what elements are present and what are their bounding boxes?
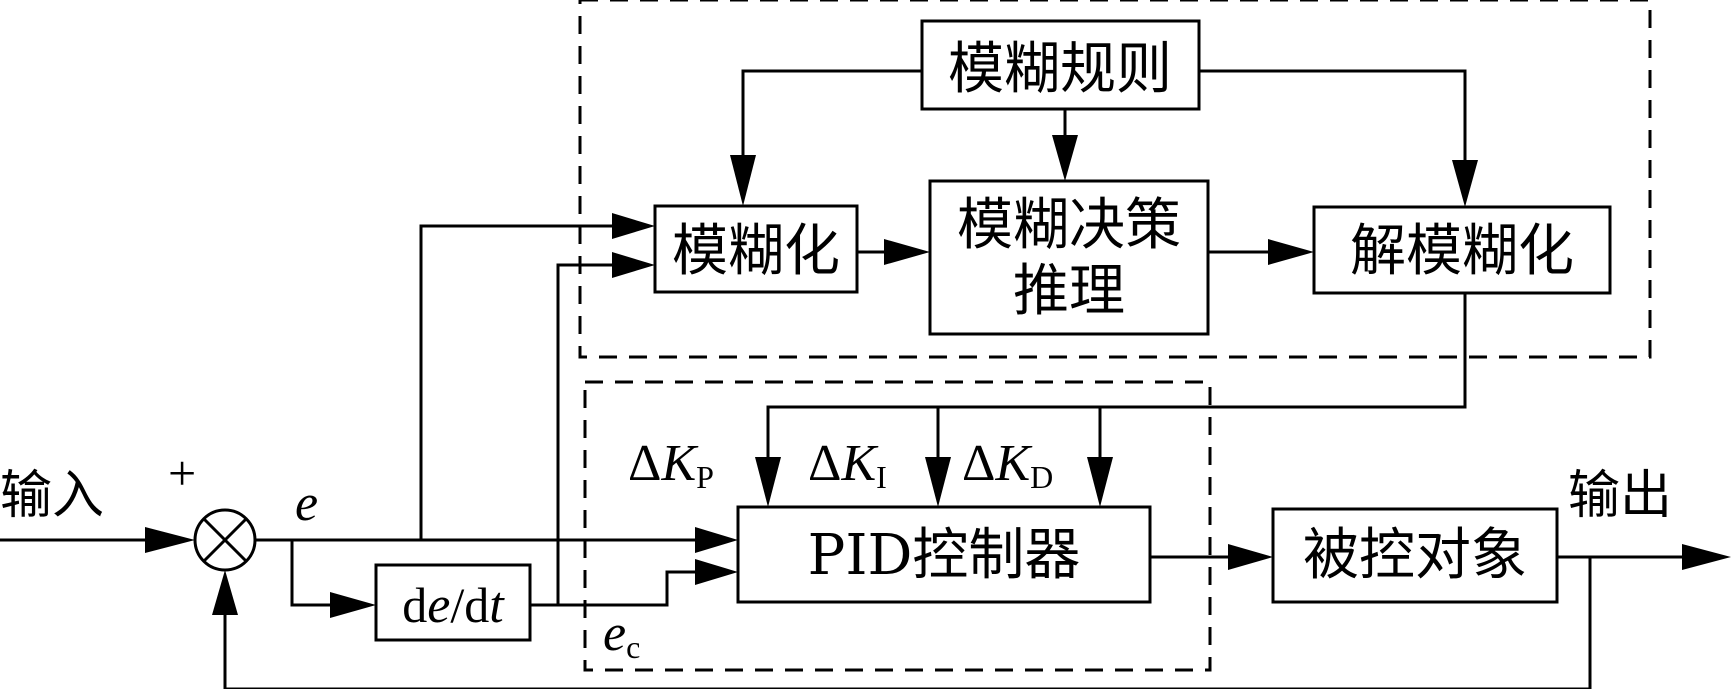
error-label: e bbox=[295, 475, 318, 532]
plant-label: 被控对象 bbox=[1303, 523, 1527, 588]
pid-controller-block bbox=[736, 505, 1152, 604]
delta-kd-label: ΔKD bbox=[962, 435, 1053, 495]
fuzzy-decision-label-line1: 模糊决策 bbox=[957, 193, 1181, 258]
fuzzy-controller-group bbox=[578, 0, 1652, 359]
fuzzy-rules-block bbox=[920, 19, 1201, 111]
circle-cross-icon bbox=[193, 508, 257, 572]
defuzzify-label: 解模糊化 bbox=[1350, 219, 1574, 284]
fuzzify-block bbox=[653, 204, 859, 294]
output-label: 输出 bbox=[1568, 466, 1672, 526]
delta-ki-label: ΔKI bbox=[808, 435, 887, 495]
plant-block bbox=[1271, 507, 1559, 604]
plus-sign: + bbox=[168, 445, 196, 501]
delta-kp-label: ΔKP bbox=[628, 435, 714, 495]
fuzzy-decision-label-line2: 推理 bbox=[1013, 259, 1125, 324]
pid-controller-group bbox=[583, 380, 1212, 672]
error-change-label: ec bbox=[603, 605, 640, 665]
derivative-label: de/dt bbox=[402, 577, 505, 634]
signal-wires bbox=[0, 69, 1686, 689]
arrowheads bbox=[145, 135, 1731, 618]
pid-controller-label: PID控制器 bbox=[808, 523, 1081, 588]
fuzzy-rules-label: 模糊规则 bbox=[948, 37, 1172, 102]
input-label: 输入 bbox=[0, 466, 104, 526]
fuzzify-label: 模糊化 bbox=[672, 219, 840, 284]
fuzzy-decision-block bbox=[928, 179, 1210, 336]
defuzzify-block bbox=[1312, 205, 1612, 295]
derivative-block bbox=[374, 563, 532, 642]
